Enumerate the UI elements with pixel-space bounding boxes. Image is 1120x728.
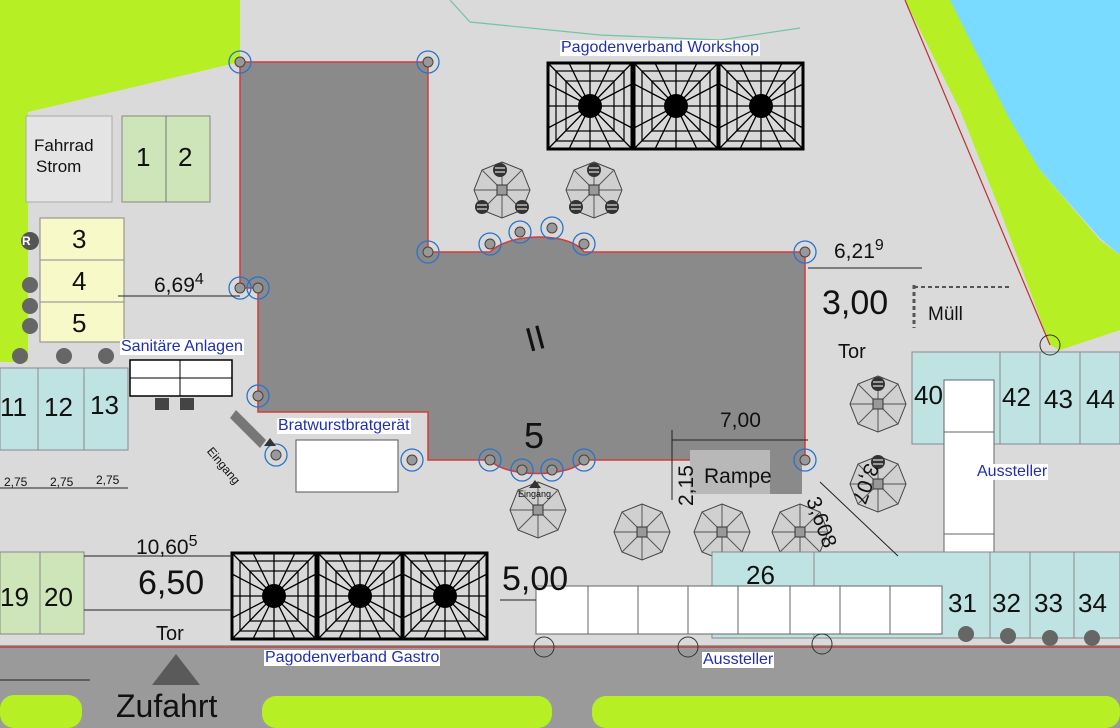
dim-215: 2,15: [675, 465, 698, 506]
label-bratwurst: Bratwurstbratgerät: [277, 417, 411, 434]
label-strom: Strom: [36, 157, 82, 176]
label-fahrrad: Fahrrad: [34, 136, 94, 155]
dimension-lines: [0, 267, 922, 681]
aussteller-bottom-tents: [535, 585, 943, 635]
stall-44: 44: [1086, 384, 1115, 414]
label-building-number: 5: [524, 415, 545, 456]
dim-275a: 2,75: [4, 475, 28, 489]
label-eingang-small: Eingang: [518, 489, 552, 499]
stall-20: 20: [44, 582, 73, 612]
dim-650: 6,50: [138, 564, 205, 602]
stall-32: 32: [992, 588, 1021, 618]
dim-275b: 2,75: [50, 475, 74, 489]
stall-block-19-20: [0, 551, 85, 635]
pagoda-gastro: [230, 551, 489, 641]
r-marker-label: R: [22, 234, 31, 248]
dim-275c: 2,75: [96, 473, 120, 487]
stall-12: 12: [44, 392, 73, 422]
dim-1060: 10,605: [136, 533, 198, 559]
stall-4: 4: [72, 266, 87, 296]
label-rampe: Rampe: [704, 465, 772, 488]
dim-500: 5,00: [502, 560, 569, 598]
eingang-arrow-icon: [264, 438, 276, 446]
stall-13: 13: [90, 390, 119, 420]
stall-block-3-5: [39, 217, 125, 343]
label-gastro: Pagodenverband Gastro: [264, 649, 441, 666]
stall-26: 26: [746, 560, 775, 590]
dim-669: 6,694: [154, 271, 204, 297]
stall-33: 33: [1034, 588, 1063, 618]
label-workshop: Pagodenverband Workshop: [560, 39, 761, 56]
stall-40: 40: [914, 380, 943, 410]
grass-area: [0, 0, 240, 362]
label-tor-bottom: Tor: [156, 623, 184, 645]
fahrrad-strom-area: [25, 115, 113, 203]
label-tor-right: Tor: [838, 341, 866, 363]
stall-5: 5: [72, 308, 87, 338]
stall-11: 11: [0, 392, 27, 422]
label-muell: Müll: [928, 304, 963, 325]
stall-31: 31: [948, 588, 977, 618]
grass-strip-right: [905, 0, 1120, 350]
pagoda-workshop: [546, 61, 805, 151]
eingang-door: [230, 410, 266, 448]
stall-1: 1: [136, 142, 151, 172]
aussteller-right-tents: [943, 379, 995, 583]
label-zufahrt: Zufahrt: [116, 688, 218, 724]
label-aussteller-right: Aussteller: [976, 463, 1049, 480]
r-marker-icon: [21, 232, 39, 250]
stall-43: 43: [1044, 384, 1073, 414]
stall-19: 19: [0, 582, 29, 612]
label-sanitaer: Sanitäre Anlagen: [120, 338, 244, 355]
stall-42: 42: [1002, 382, 1031, 412]
stall-3: 3: [72, 224, 87, 254]
dim-300: 3,00: [822, 284, 889, 322]
dim-700: 7,00: [720, 409, 761, 432]
stall-block-11-13: [0, 367, 129, 451]
dim-621: 6,219: [834, 237, 884, 263]
stall-2: 2: [178, 142, 193, 172]
label-aussteller-bottom: Aussteller: [702, 651, 775, 668]
bratwurst-grill-box: [295, 439, 399, 493]
stall-34: 34: [1078, 588, 1107, 618]
access-arrow-icon: [152, 654, 200, 685]
